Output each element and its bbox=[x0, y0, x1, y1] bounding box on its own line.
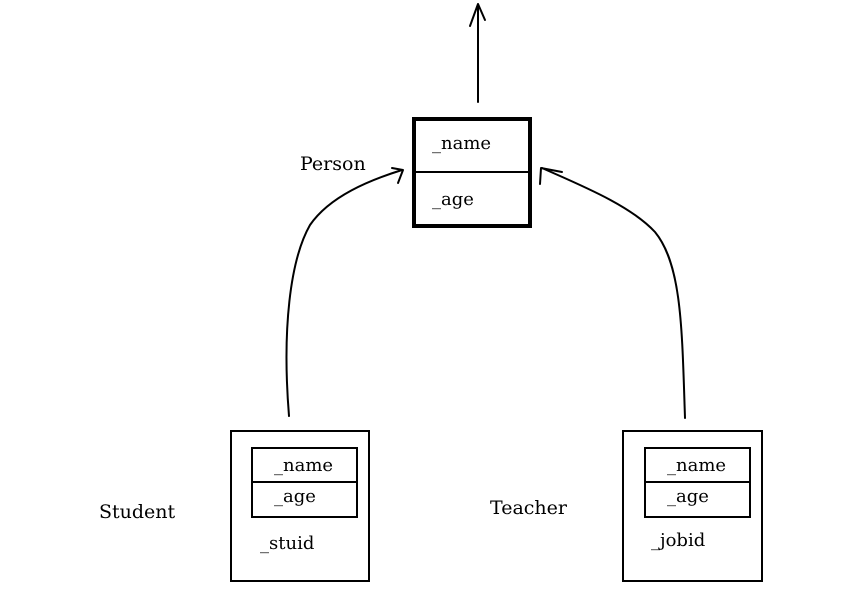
student-field-name: _name bbox=[274, 455, 334, 476]
person-field-name: _name bbox=[432, 133, 492, 154]
student-arrowhead bbox=[391, 167, 404, 184]
teacher-own-field: _jobid bbox=[651, 530, 706, 551]
student-class-box: _name _age _stuid bbox=[230, 430, 370, 582]
person-field-age-row: _age bbox=[416, 173, 528, 228]
person-field-age: _age bbox=[432, 189, 474, 210]
person-class-box: _name _age bbox=[412, 117, 532, 228]
student-own-field: _stuid bbox=[260, 533, 315, 554]
teacher-class-box: _name _age _jobid bbox=[622, 430, 763, 582]
student-to-person-arrow bbox=[285, 169, 403, 417]
person-up-arrowhead bbox=[469, 3, 486, 27]
student-label: Student bbox=[99, 501, 176, 523]
student-field-name-row: _name bbox=[253, 449, 356, 483]
student-inherited-part: _name _age bbox=[251, 447, 358, 518]
person-field-name-row: _name bbox=[416, 121, 528, 173]
person-label: Person bbox=[300, 153, 366, 175]
student-field-age-row: _age bbox=[253, 483, 356, 516]
teacher-to-person-arrow bbox=[541, 167, 686, 419]
teacher-field-name-row: _name bbox=[646, 449, 749, 483]
teacher-field-age-row: _age bbox=[646, 483, 749, 516]
teacher-inherited-part: _name _age bbox=[644, 447, 751, 518]
teacher-label: Teacher bbox=[490, 497, 567, 519]
teacher-field-name: _name bbox=[667, 455, 727, 476]
student-field-age: _age bbox=[274, 486, 316, 507]
teacher-arrowhead bbox=[539, 167, 563, 185]
teacher-field-age: _age bbox=[667, 486, 709, 507]
